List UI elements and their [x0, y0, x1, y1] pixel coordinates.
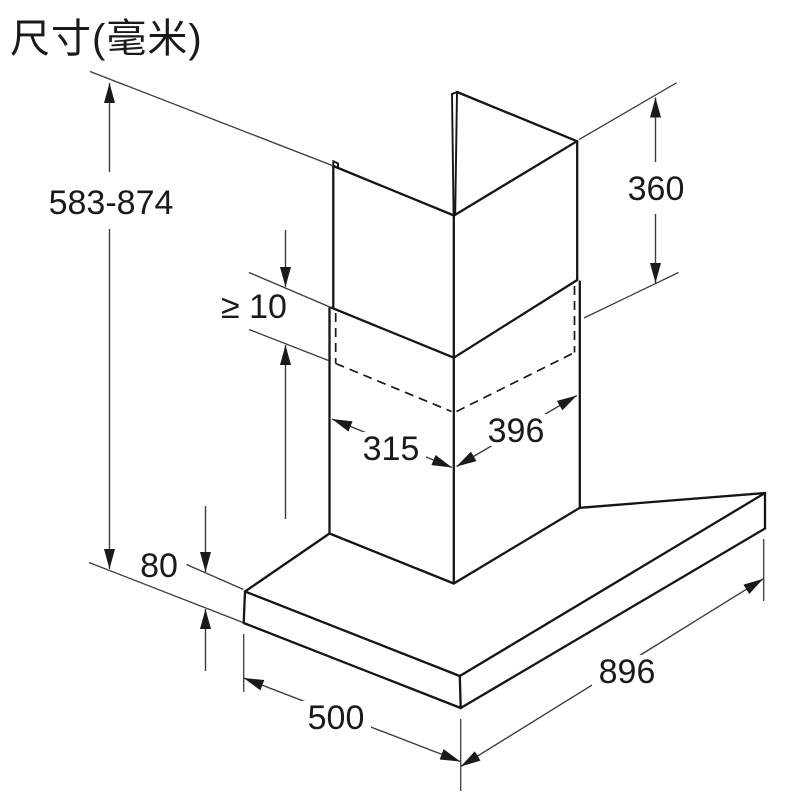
label-masks	[301, 414, 662, 733]
dim-label-body-width: 896	[599, 653, 656, 691]
chimney-step-left-edge	[330, 306, 455, 359]
mask-896	[592, 655, 662, 687]
page-title: 尺寸(毫米)	[10, 17, 203, 61]
hidden-bottom-left-edge	[335, 362, 452, 413]
dim-label-duct-width: 396	[488, 412, 545, 450]
chimney-back-edge-inner	[454, 91, 458, 216]
ext-duct-top	[578, 82, 677, 141]
chimney-back-panel-top-edge	[455, 90, 579, 143]
dim-label-body-height: 80	[140, 547, 178, 585]
mask-396	[481, 414, 551, 446]
mask-500	[301, 701, 371, 733]
ext-gap-bottom	[248, 328, 329, 362]
base-top-front-right-edge	[458, 491, 767, 678]
chimney-bottom-right-edge	[452, 506, 581, 585]
chimney-bottom-left-edge	[328, 532, 455, 585]
dim-label-duct-depth: 315	[363, 430, 420, 468]
ext-total-height-top	[89, 70, 333, 167]
base-top-back-right-edge	[578, 491, 767, 509]
chimney-lower-section	[328, 280, 581, 585]
chimney-left-flange-notch	[332, 159, 339, 170]
dim-label-height-range: 583-874	[49, 184, 174, 222]
ext-base-bottom	[88, 561, 244, 624]
base-top-front-left-edge	[243, 590, 461, 678]
base-bottom-front-left-edge	[242, 621, 462, 710]
base-front-corner-edge	[458, 674, 462, 710]
ext-base-top	[186, 563, 244, 591]
base-left-corner-edge	[242, 590, 247, 625]
dim-label-duct-height: 360	[628, 170, 685, 208]
chimney-back-edge-outer	[451, 93, 455, 216]
dim-label-body-depth: 500	[308, 699, 365, 737]
chimney-step-right-edge	[452, 278, 579, 359]
chimney-upper-section	[330, 90, 579, 585]
mask-315	[356, 432, 426, 464]
ext-duct-bottom	[583, 271, 679, 319]
chimney-top-rim-right	[452, 140, 579, 217]
ext-gap-top	[248, 271, 332, 309]
dim-label-min-gap: ≥ 10	[221, 288, 287, 326]
chimney-top-rim-left	[332, 164, 456, 217]
hood-body-base	[242, 491, 767, 710]
base-top-back-left-edge	[243, 532, 331, 593]
hidden-bottom-right-edge	[456, 351, 575, 413]
